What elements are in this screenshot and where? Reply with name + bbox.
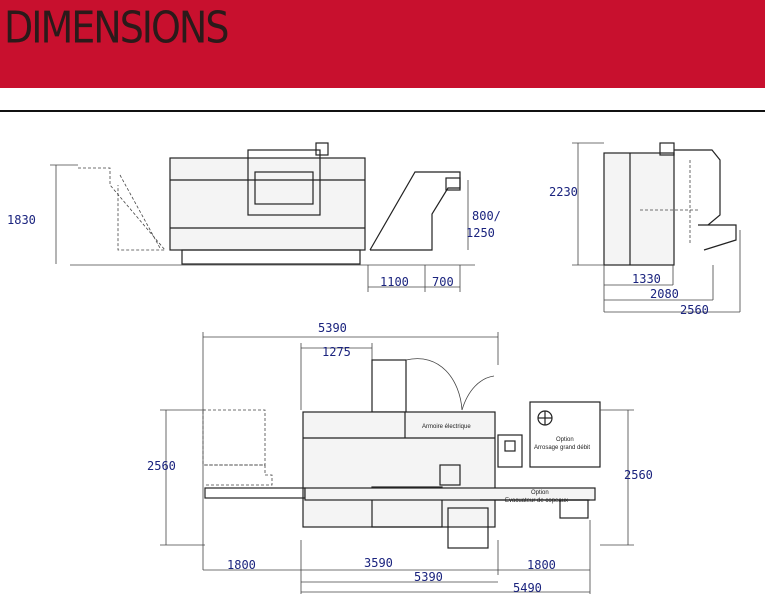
end-width-mid-dim: 2080: [650, 287, 679, 301]
plan-bottom-left-dim: 1800: [227, 558, 256, 572]
plan-bottom-middle-dim: 3590: [364, 556, 393, 570]
page-title: DIMENSIONS: [4, 2, 229, 53]
electrical-cabinet-label: Armoire électrique: [422, 424, 471, 430]
plan-top-length-dim: 5390: [318, 321, 347, 335]
option-coolant-label-1: Option: [556, 437, 574, 443]
end-width-inner-dim: 1330: [632, 272, 661, 286]
plan-top-offset-dim: 1275: [322, 345, 351, 359]
side-conveyor-width-dim: 700: [432, 275, 454, 289]
plan-bottom-total-2-dim: 5490: [513, 581, 542, 595]
plan-bottom-right-dim: 1800: [527, 558, 556, 572]
end-height-dim: 2230: [549, 185, 578, 199]
side-height-dim: 1830: [7, 213, 36, 227]
option-conveyor-label-1: Option: [531, 490, 549, 496]
plan-left-depth-dim: 2560: [147, 459, 176, 473]
side-conveyor-height-dim-2: 1250: [466, 226, 495, 240]
plan-bottom-total-1-dim: 5390: [414, 570, 443, 584]
side-conveyor-height-dim-1: 800/: [472, 209, 501, 223]
plan-view: [160, 332, 634, 594]
option-coolant-label-2: Arrosage grand débit: [534, 445, 590, 451]
header-banner: DIMENSIONS: [0, 0, 765, 88]
side-view: [50, 142, 475, 292]
plan-right-depth-dim: 2560: [624, 468, 653, 482]
option-conveyor-label-2: Evacuateur de copeaux: [505, 498, 568, 504]
side-conveyor-length-dim: 1100: [380, 275, 409, 289]
end-view: [572, 142, 741, 313]
end-width-overall-dim: 2560: [680, 303, 709, 317]
header-divider: [0, 110, 765, 112]
